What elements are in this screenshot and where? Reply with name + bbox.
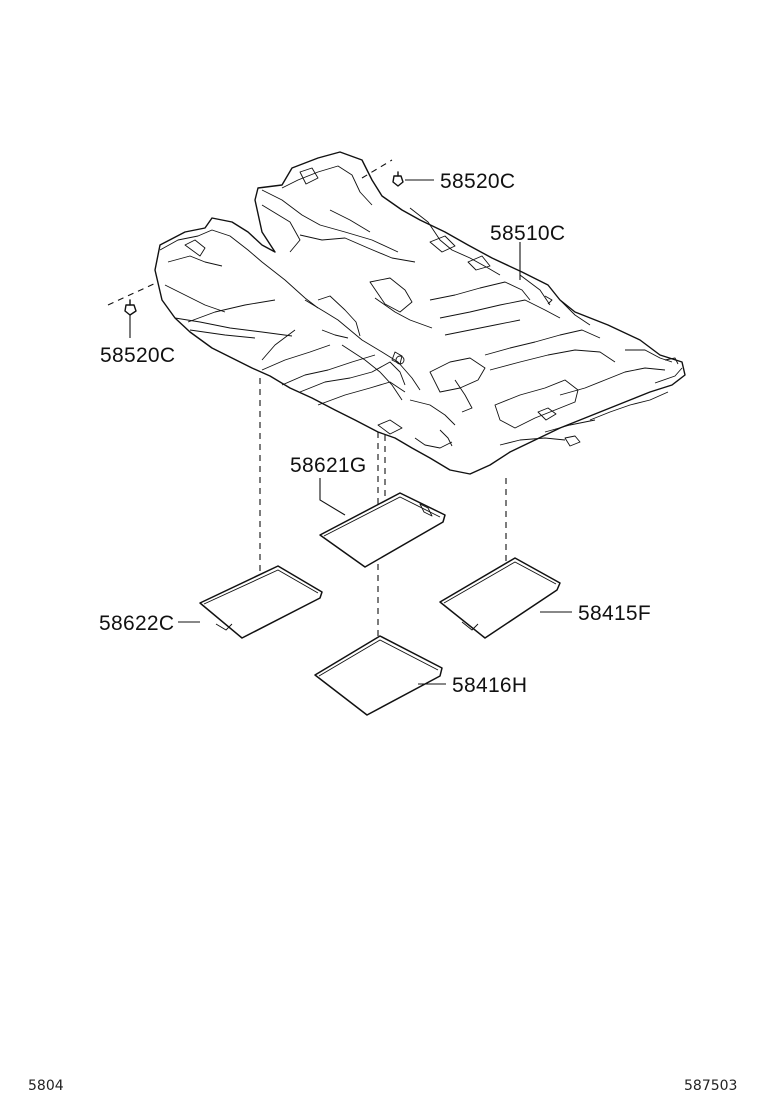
footer-left-code: 5804 [28, 1078, 64, 1094]
mat-rear-left [199, 565, 323, 639]
label-carpet: 58510C [490, 222, 565, 245]
label-mat-rear-left: 58622C [99, 612, 174, 635]
label-clip-upper: 58520C [440, 170, 515, 193]
mat-center [319, 492, 446, 568]
mat-center-leader [319, 478, 346, 516]
label-clip-lower: 58520C [100, 344, 175, 367]
label-mat-center: 58621G [290, 454, 367, 477]
footer-right-code: 587503 [684, 1078, 737, 1094]
clip-lower-dashline [107, 281, 159, 306]
clip-lower-icon [124, 299, 137, 316]
mat-rear-center [314, 635, 443, 716]
mat-rear-right [439, 557, 561, 639]
clip-upper-icon [392, 171, 404, 187]
clip-upper-dashline [361, 159, 393, 179]
label-mat-rear-right: 58415F [578, 602, 651, 625]
label-mat-rear-center: 58416H [452, 674, 527, 697]
floor-carpet [154, 151, 686, 475]
